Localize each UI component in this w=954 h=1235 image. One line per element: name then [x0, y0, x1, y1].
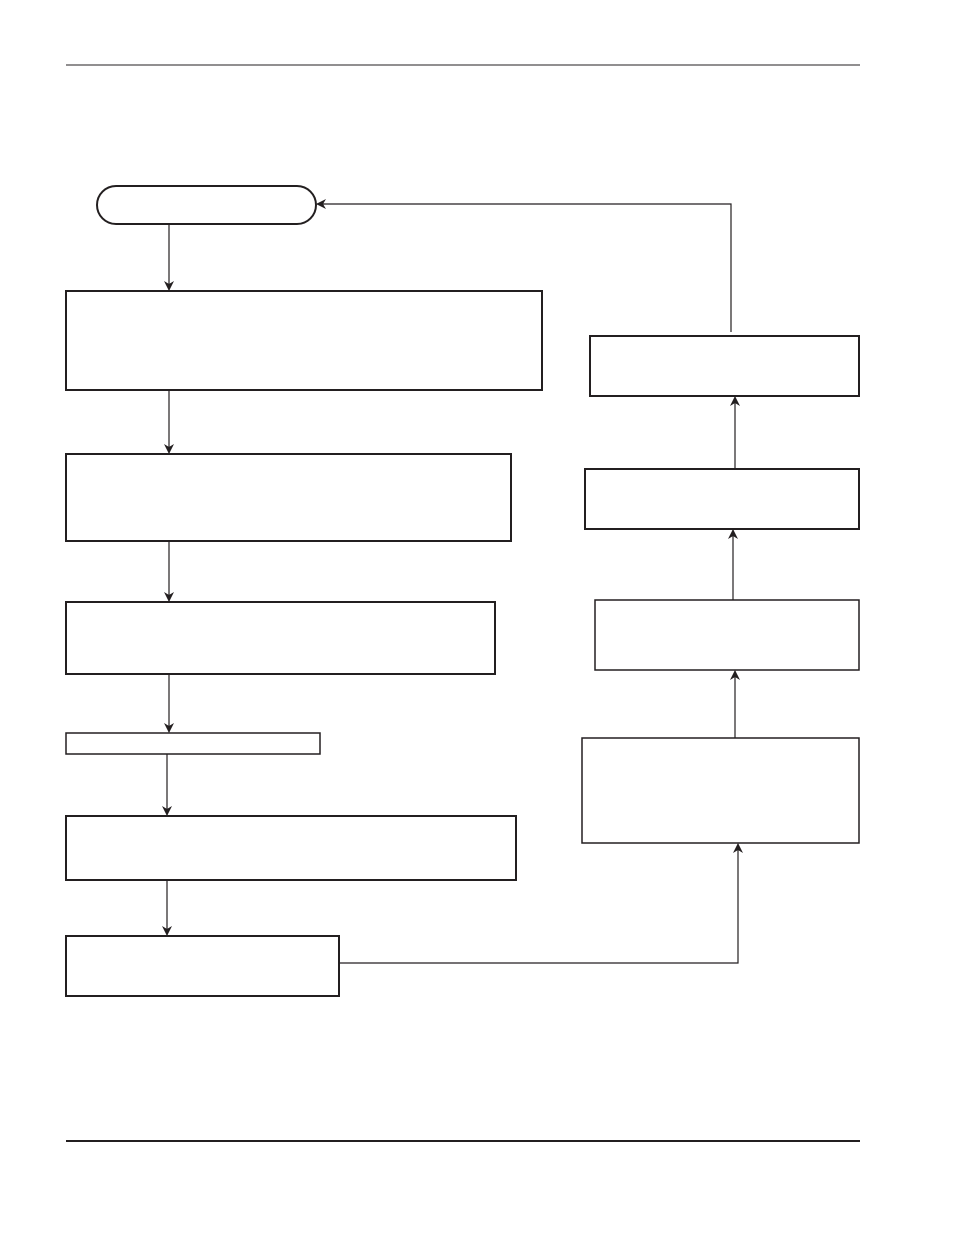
process-box-7	[581, 737, 860, 844]
start-terminator	[96, 185, 317, 225]
process-box-9	[584, 468, 860, 530]
process-box-8	[594, 599, 860, 671]
process-box-5	[65, 815, 517, 881]
process-box-2	[65, 453, 512, 542]
process-box-3	[65, 601, 496, 675]
process-box-6	[65, 935, 340, 997]
process-box-10	[589, 335, 860, 397]
process-box-4	[65, 732, 321, 755]
process-box-1	[65, 290, 543, 391]
arrow-box-6-to-box-7	[339, 843, 743, 964]
arrow-box-10-to-start	[316, 199, 732, 332]
